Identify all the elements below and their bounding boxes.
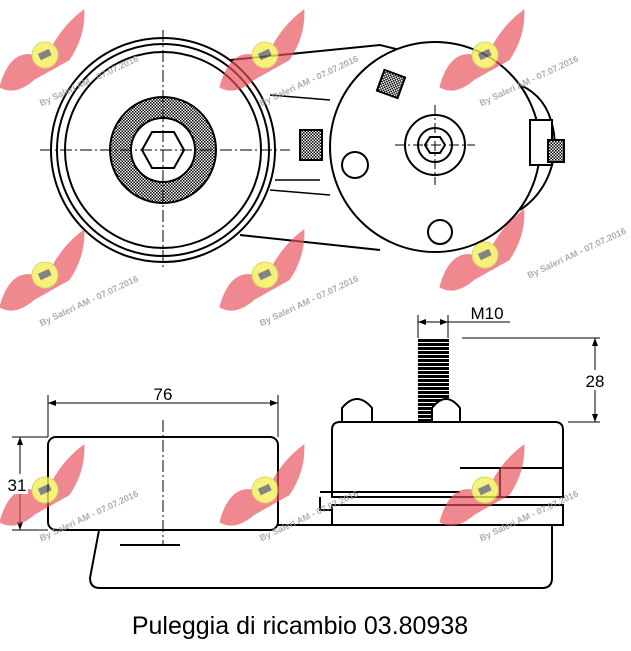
- stud-length-dimension: 28: [586, 372, 605, 391]
- part-caption: Puleggia di ricambio 03.80938: [131, 612, 469, 640]
- top-view: [40, 30, 565, 270]
- side-view: [12, 315, 600, 589]
- thread-dimension: M10: [470, 304, 503, 323]
- width-dimension: 76: [154, 385, 173, 404]
- svg-text:By Saleri AM - 07.07.2016: By Saleri AM - 07.07.2016: [526, 226, 628, 281]
- height-dimension: 31: [8, 476, 27, 495]
